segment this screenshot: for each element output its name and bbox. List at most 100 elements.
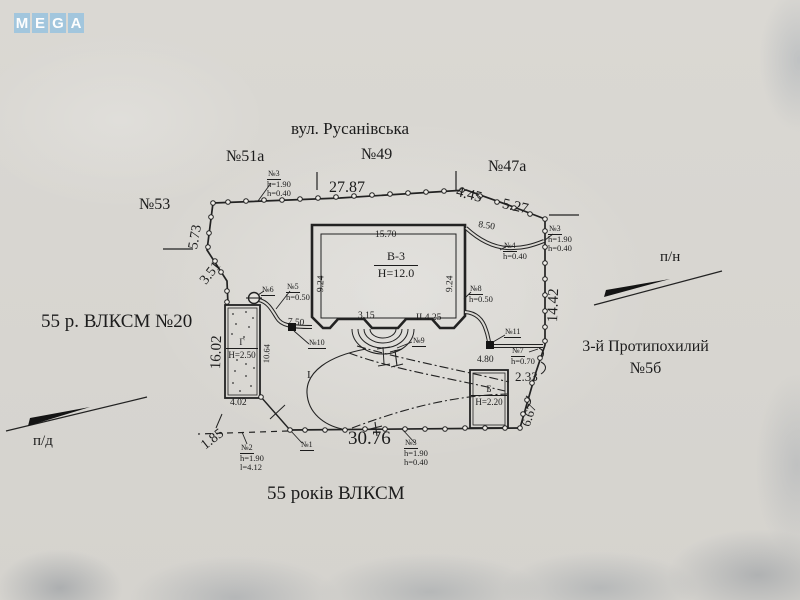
logo-letter: M <box>14 13 30 33</box>
dim-bottom-main: 30.76 <box>348 428 391 449</box>
annotation-n3-bottom: №3 h=1.90 h=0.40 <box>404 438 428 468</box>
annotation-line: h=0.70 <box>511 355 535 366</box>
direction-arrow-north <box>593 270 723 306</box>
annotation-n5: №5 h=0.50 <box>286 282 310 302</box>
stairs-arc-4 <box>369 328 397 339</box>
annotation-n10: №10 <box>308 338 326 349</box>
dim-fence-jog: 2.33 <box>515 369 538 384</box>
annotation-leaders <box>241 182 554 445</box>
annotation-number: №6 <box>261 285 275 296</box>
dim-top-main: 27.87 <box>329 179 365 196</box>
dim-building-bottom2: II 4.25 <box>416 313 442 323</box>
garage-stipple <box>231 311 255 392</box>
annotation-line: h=0.50 <box>469 293 493 304</box>
annotation-line: h=0.40 <box>503 250 527 261</box>
dim-right-side: 14.42 <box>545 288 563 323</box>
annotation-n3-top: №3 h=1.90 h=0.40 <box>267 169 291 199</box>
building-garage-height: Н=2.50 <box>228 350 256 361</box>
fence-cross-mark <box>269 404 286 420</box>
dim-garage-bottom: 4.02 <box>230 398 247 408</box>
building-garage-outer <box>224 304 261 399</box>
stairs-mark <box>376 346 391 367</box>
building-shed-inner <box>472 372 506 426</box>
annotation-line: h=0.40 <box>404 457 428 468</box>
garden-paths <box>306 345 510 437</box>
annotation-n2: №2 h=1.90 l=4.12 <box>240 443 264 473</box>
annotation-line: h=0.50 <box>286 291 310 302</box>
dim-garage-side: 10.64 <box>261 343 272 364</box>
area-right-line1: 3-й Протипохилий <box>582 338 709 355</box>
annotation-number: №3 <box>404 438 418 449</box>
building-main-name: В-3 <box>374 249 418 266</box>
building-shed-name: Б <box>471 384 507 397</box>
point-square-10 <box>288 323 296 331</box>
annotation-number: №8 <box>469 284 483 295</box>
fence-point-circles <box>205 187 548 433</box>
building-garage-name: Г <box>226 337 258 350</box>
boundary-dashed <box>197 430 289 435</box>
logo-letter: E <box>32 13 48 33</box>
annotation-n7: №7 h=0.70 <box>511 346 535 366</box>
annotation-n9: №9 <box>412 336 426 347</box>
building-main-height: Н=12.0 <box>377 265 415 280</box>
area-left-label: 55 р. ВЛКСМ №20 <box>41 311 193 332</box>
annotation-line: l=4.12 <box>240 462 263 473</box>
annotation-line: h=1.90 <box>404 447 428 458</box>
direction-north-label: п/н <box>660 249 681 265</box>
stairs-arc-3 <box>363 328 403 344</box>
annotation-number: №3 <box>548 224 562 235</box>
annotation-line: h=0.40 <box>548 243 572 254</box>
building-garage-inner <box>227 307 258 396</box>
dim-shed-top: 4.80 <box>477 355 494 365</box>
annotation-n8: №8 h=0.50 <box>469 284 493 304</box>
annotation-n11: №11 <box>504 327 522 338</box>
area-right-line2: №5б <box>629 360 662 378</box>
annotation-number: №5 <box>286 282 300 293</box>
annotation-n1: №1 <box>300 440 314 451</box>
dim-building-top: 15.70 <box>375 230 397 240</box>
annotation-number: №2 <box>240 443 254 454</box>
direction-arrow-south <box>5 396 148 432</box>
parcel-53-label: №53 <box>139 196 171 213</box>
annotation-number: №7 <box>511 346 525 357</box>
boundary-dash-tick <box>215 413 223 429</box>
logo-letter: A <box>68 13 84 33</box>
zone-label: I <box>307 369 311 381</box>
building-shed-outer <box>469 369 509 429</box>
annotation-line: h=1.90 <box>240 452 264 463</box>
parcel-47a-label: №47а <box>488 158 527 175</box>
building-main-label: В-3 Н=12.0 <box>374 249 418 281</box>
annotation-number: №1 <box>300 440 314 451</box>
area-right-label: 3-й Протипохилий №5б <box>558 336 733 381</box>
annotation-number: №4 <box>503 241 517 252</box>
street-label: вул. Русанівська <box>291 119 410 138</box>
dim-building-bottom1: 3.15 <box>358 311 375 321</box>
annotation-number: №11 <box>504 327 522 338</box>
point-square-11 <box>486 341 494 349</box>
building-garage-label: Г Н=2.50 <box>226 337 258 361</box>
annotation-n6: №6 <box>261 285 275 296</box>
building-main-inner <box>320 233 457 319</box>
mega-logo: M E G A <box>14 13 84 33</box>
annotation-number: №3 <box>267 169 281 180</box>
parcel-49-label: №49 <box>361 146 393 163</box>
dim-pipe-left: 7.50 <box>287 317 305 329</box>
annotation-line: h=1.90 <box>548 233 572 244</box>
annotation-n3-right: №3 h=1.90 h=0.40 <box>548 224 572 254</box>
annotation-number: №10 <box>308 338 326 349</box>
parcel-51a-label: №51а <box>226 148 265 165</box>
annotation-n4: №4 h=0.40 <box>503 241 527 261</box>
dim-building-left: 9.24 <box>316 275 327 293</box>
direction-south-label: п/д <box>33 433 53 449</box>
dim-left3: 16.02 <box>208 335 226 370</box>
building-shed-height: Н=2.20 <box>475 397 503 408</box>
building-main-outer <box>310 223 467 330</box>
annotation-line: h=1.90 <box>267 178 291 189</box>
area-bottom-label: 55 років ВЛКСМ <box>267 483 405 504</box>
annotation-number: №9 <box>412 336 426 347</box>
logo-letter: G <box>50 13 66 33</box>
building-shed-label: Б Н=2.20 <box>471 384 507 408</box>
dim-building-right: 9.24 <box>445 275 456 293</box>
